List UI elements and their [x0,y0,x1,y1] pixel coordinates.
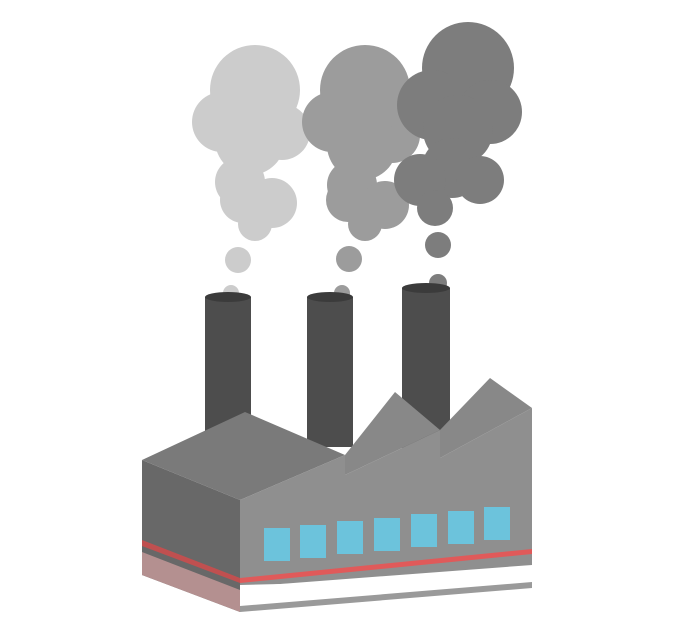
factory-sawtooth-slope-1 [345,392,440,475]
factory-side-red-stripe [142,540,240,583]
window [411,514,437,547]
smoke-plume-right [394,22,522,292]
window [264,528,290,561]
factory-red-stripe [240,549,532,583]
window [300,525,326,558]
factory-windows [264,507,510,561]
window [448,511,474,544]
smoke-plume-left [192,45,310,301]
factory-base [240,565,532,606]
window [484,507,510,540]
smokestack-middle [307,292,353,447]
factory-side-band [142,552,240,612]
factory-roof [142,412,345,500]
factory-building [142,378,532,612]
window [337,521,363,554]
factory-sawtooth-slope-2 [440,378,532,458]
window [374,518,400,551]
factory-base-stripe [240,582,532,612]
